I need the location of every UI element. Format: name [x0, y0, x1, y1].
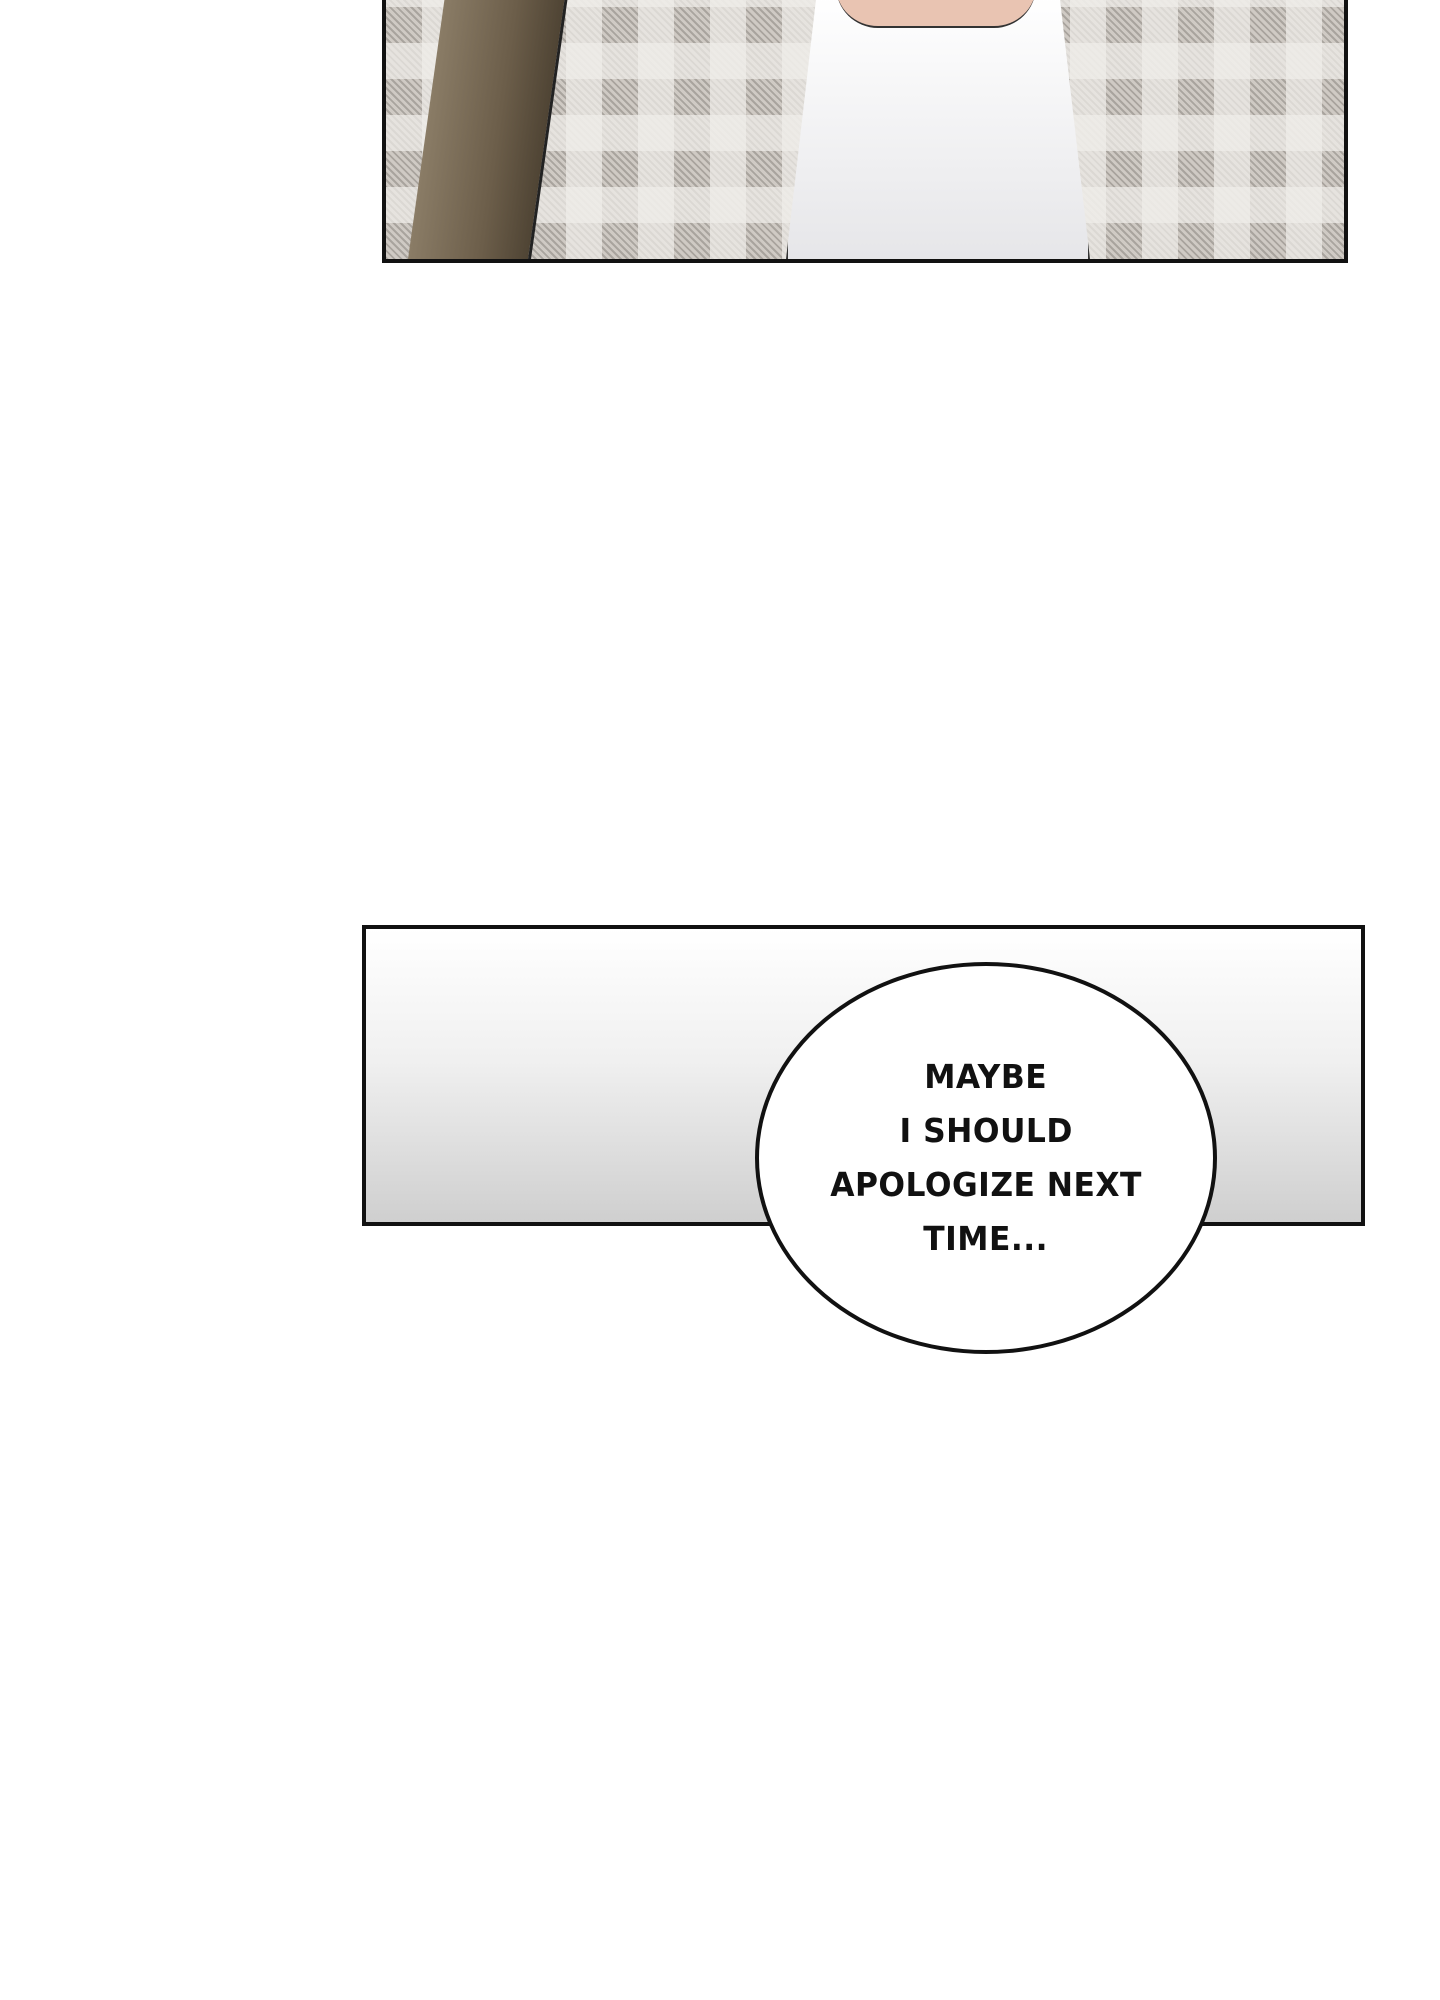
speech-bubble: MAYBE I SHOULD APOLOGIZE NEXT TIME...: [755, 962, 1217, 1354]
bubble-line: I SHOULD: [899, 1111, 1073, 1150]
comic-panel-top: [382, 0, 1348, 263]
character-neck: [836, 0, 1036, 28]
bag-strap: [405, 0, 570, 259]
bubble-line: TIME...: [923, 1219, 1049, 1258]
bubble-line: APOLOGIZE NEXT: [830, 1165, 1142, 1204]
white-shirt: [786, 0, 1090, 259]
bubble-line: MAYBE: [924, 1057, 1048, 1096]
